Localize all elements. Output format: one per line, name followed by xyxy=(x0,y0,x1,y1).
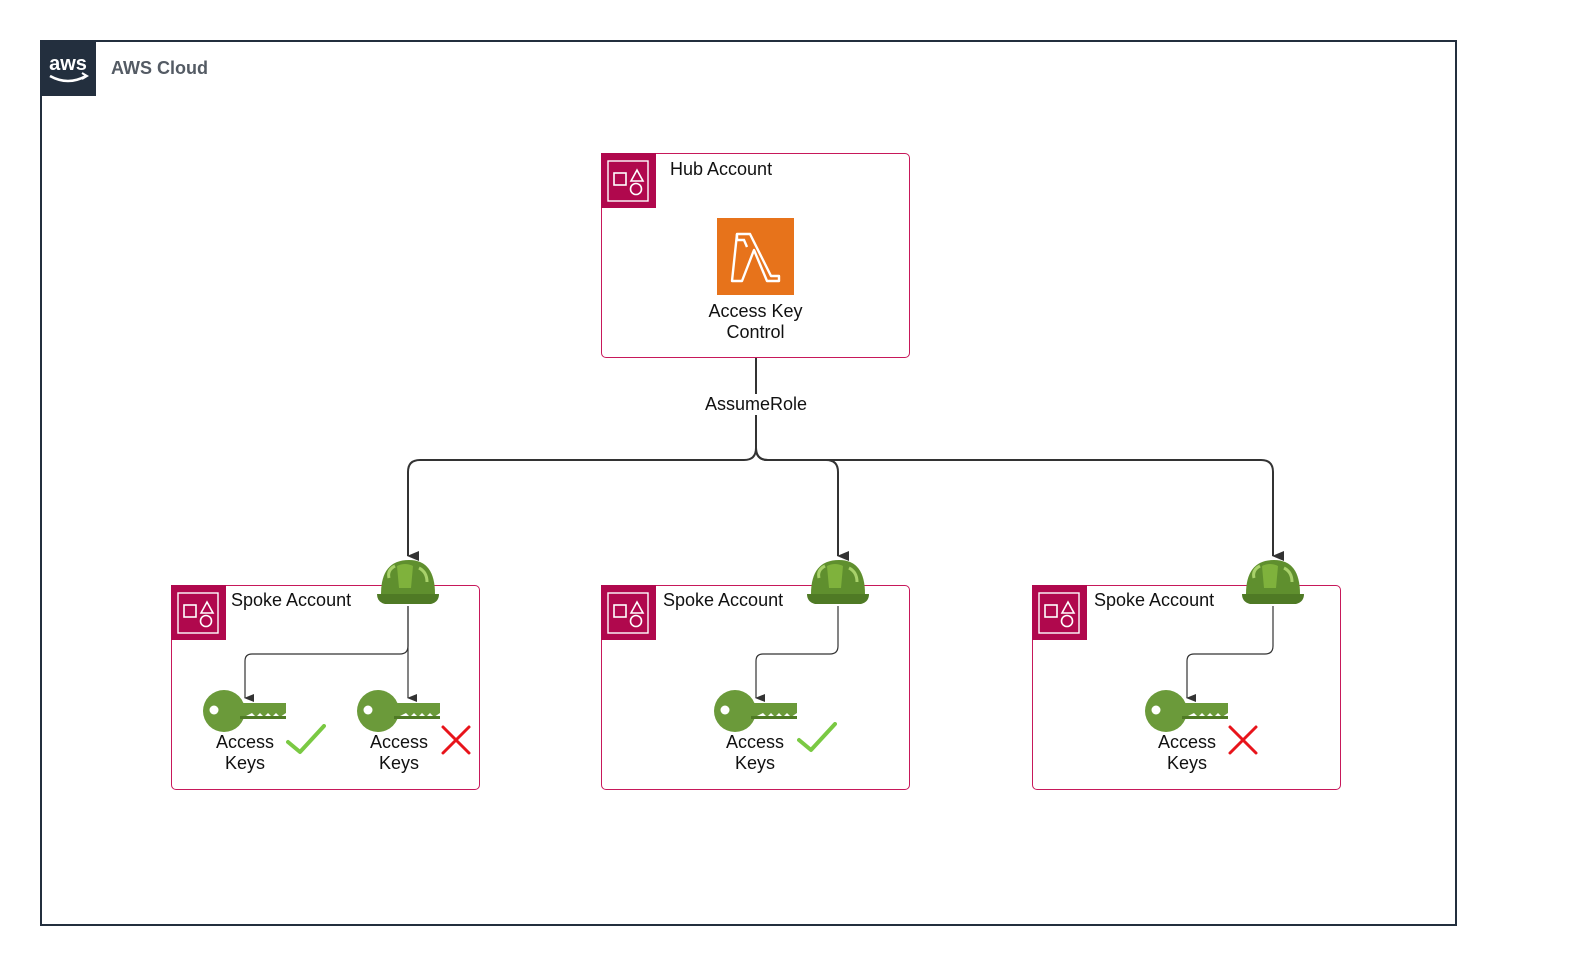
access-key-icon xyxy=(356,688,442,739)
access-key-label-line2: Keys xyxy=(378,753,420,773)
access-key-label: Access Keys xyxy=(1137,732,1237,774)
access-key-icon xyxy=(713,688,799,739)
access-key-label-line2: Keys xyxy=(734,753,776,773)
edge-role3-key1 xyxy=(1186,606,1274,702)
spoke-account-group xyxy=(601,585,910,790)
access-key-label-line1: Access xyxy=(369,732,429,752)
access-key-icon xyxy=(1144,688,1230,739)
lambda-label-line2: Control xyxy=(726,322,785,342)
hub-account-group xyxy=(601,153,910,358)
checkmark-icon xyxy=(797,722,837,759)
edge-role2-key1 xyxy=(755,606,839,702)
cloud-label: AWS Cloud xyxy=(111,58,208,78)
checkmark-icon xyxy=(286,724,326,761)
access-key-label-line2: Keys xyxy=(1166,753,1208,773)
spoke-account-title: Spoke Account xyxy=(663,590,784,610)
access-key-icon xyxy=(202,688,288,739)
aws-cloud-group xyxy=(40,40,1457,926)
access-key-label-line1: Access xyxy=(725,732,785,752)
lambda-label: Access Key Control xyxy=(690,301,821,343)
account-group-icon xyxy=(601,585,656,640)
access-key-label: Access Keys xyxy=(705,732,805,774)
access-key-label-line2: Keys xyxy=(224,753,266,773)
iam-role-helmet-icon xyxy=(1240,556,1306,613)
spoke-account-title: Spoke Account xyxy=(1094,590,1215,610)
assume-role-label: AssumeRole xyxy=(703,394,810,415)
svg-text:aws: aws xyxy=(49,53,87,75)
lambda-label-line1: Access Key xyxy=(708,301,803,321)
cross-icon xyxy=(440,724,472,761)
edge-to-spoke-2 xyxy=(755,447,849,561)
edge-to-spoke-3 xyxy=(755,447,1284,561)
iam-role-helmet-icon xyxy=(805,556,871,613)
access-key-label: Access Keys xyxy=(195,732,295,774)
hub-account-title: Hub Account xyxy=(670,159,773,179)
cross-icon xyxy=(1227,724,1259,761)
spoke-account-group xyxy=(1032,585,1341,790)
access-key-label-line1: Access xyxy=(1157,732,1217,752)
access-key-label: Access Keys xyxy=(349,732,449,774)
spoke-account-group xyxy=(171,585,480,790)
spoke-account-title: Spoke Account xyxy=(231,590,352,610)
account-group-icon xyxy=(1032,585,1087,640)
access-key-label-line1: Access xyxy=(215,732,275,752)
account-group-icon xyxy=(171,585,226,640)
lambda-icon xyxy=(717,218,794,295)
account-group-icon xyxy=(601,153,656,208)
aws-logo-icon: aws xyxy=(40,40,96,96)
iam-role-helmet-icon xyxy=(375,556,441,613)
edge-to-spoke-1 xyxy=(407,447,757,561)
